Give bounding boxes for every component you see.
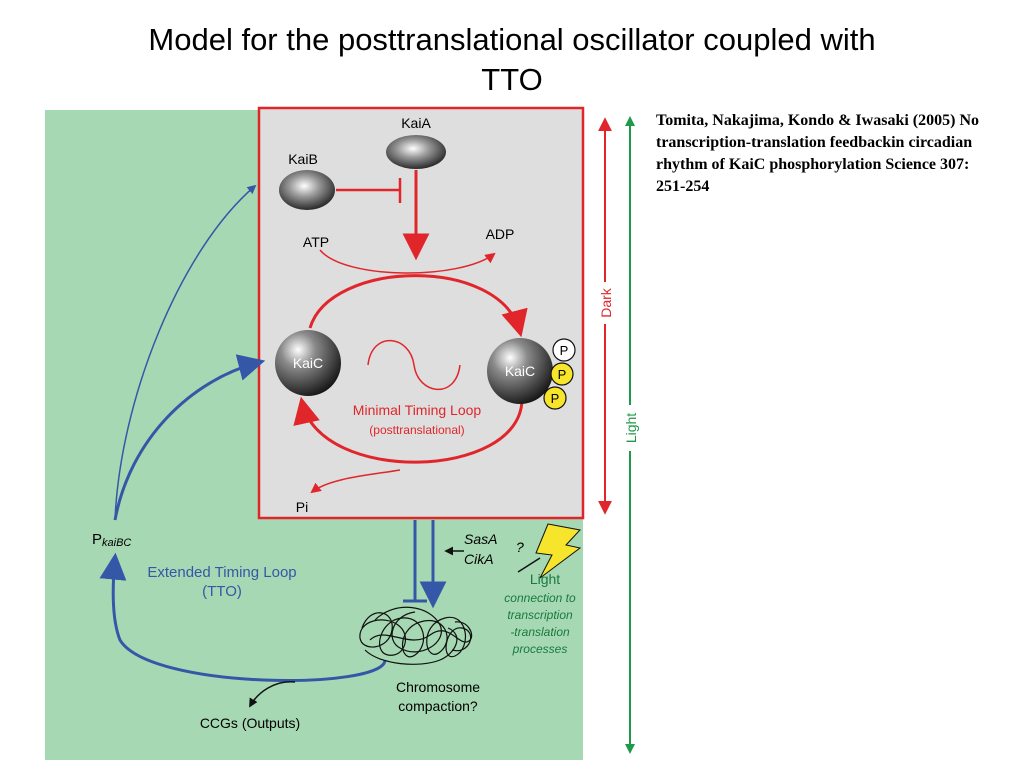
- connection-line-3: -translation: [510, 625, 570, 639]
- phosphate-1: [552, 338, 576, 362]
- sasa-label: SasA: [464, 531, 497, 547]
- phosphate-3-label: P: [551, 391, 560, 406]
- dephosphorylation-arrow: [293, 396, 524, 464]
- phosphate-2: [550, 362, 574, 386]
- question-mark: ?: [516, 539, 524, 555]
- kaib-label: KaiB: [288, 151, 318, 167]
- slide-title: Model for the posttranslational oscillat…: [60, 20, 964, 100]
- chromosome-label: Chromosome: [396, 679, 480, 695]
- kaic-unphosphorylated: [275, 330, 341, 396]
- kaia-protein: [386, 135, 446, 169]
- light-input-line: [517, 557, 541, 573]
- light-axis-gap: [621, 405, 639, 451]
- connection-line-4: processes: [512, 642, 568, 656]
- dark-axis-label: Dark: [598, 287, 614, 318]
- light-axis-label: Light: [623, 413, 639, 443]
- adp-label: ADP: [486, 226, 515, 242]
- lightning-icon: [535, 523, 582, 579]
- kaia-label: KaiA: [401, 115, 431, 131]
- connection-line-1: connection to: [504, 591, 576, 605]
- dark-axis-gap: [596, 282, 614, 324]
- kaib-protein: [279, 170, 335, 210]
- extended-loop-label: Extended Timing Loop: [147, 564, 296, 581]
- pi-release-arrow: [310, 469, 401, 494]
- atp-label: ATP: [303, 234, 329, 250]
- pkaibc-to-kaic-arrow: [113, 354, 266, 521]
- phosphate-2-label: P: [558, 367, 567, 382]
- posttranslational-label: (posttranslational): [369, 423, 464, 437]
- oscillation-icon: [367, 339, 461, 391]
- cika-label: CikA: [464, 551, 494, 567]
- kaic-left-label: KaiC: [293, 355, 323, 371]
- phosphate-3: [543, 386, 567, 410]
- kaic-phosphorylated: [487, 338, 553, 404]
- tto-feedback-arrow: [99, 552, 387, 682]
- chromosome-icon: [359, 606, 473, 665]
- ccgs-label: CCGs (Outputs): [200, 715, 300, 731]
- pkaibc-to-kaib-arrow: [114, 184, 257, 521]
- compaction-label: compaction?: [398, 698, 478, 714]
- citation-text: Tomita, Nakajima, Kondo & Iwasaki (2005)…: [656, 112, 979, 195]
- connection-line-2: transcription: [507, 608, 573, 622]
- phosphate-1-label: P: [560, 343, 569, 358]
- phosphorylation-arrow: [308, 274, 528, 338]
- pkaibc-label: PkaiBC: [92, 531, 131, 549]
- light-label: Light: [530, 571, 560, 587]
- kaic-right-label: KaiC: [505, 363, 535, 379]
- atp-adp-arrow: [319, 249, 496, 274]
- ccgs-output-arrow: [249, 681, 296, 708]
- minimal-loop-label: Minimal Timing Loop: [353, 402, 482, 418]
- minimal-loop-box: [257, 106, 585, 520]
- title-line-2: TTO: [481, 62, 543, 97]
- tto-label: (TTO): [202, 583, 242, 600]
- pi-label: Pi: [296, 499, 308, 515]
- title-line-1: Model for the posttranslational oscillat…: [148, 22, 876, 57]
